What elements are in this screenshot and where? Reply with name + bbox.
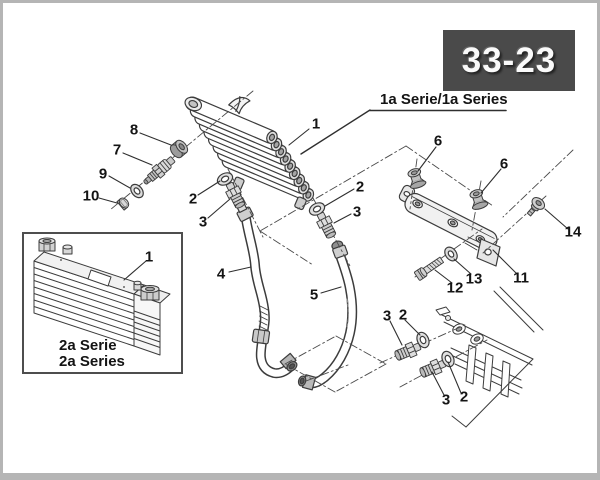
callout-7: 7: [112, 141, 122, 159]
washer-2-engine-top-drawing: [416, 331, 430, 349]
fitting-3-engine-bottom-drawing: [419, 358, 447, 378]
hose-5-drawing: [297, 240, 358, 391]
callout-4: 4: [216, 265, 226, 283]
callout-6-first: 6: [433, 132, 443, 150]
callout-3-left: 3: [198, 213, 208, 231]
callout-5: 5: [309, 286, 319, 304]
washer-2-left-drawing: [216, 172, 234, 186]
hose-5-marking: [346, 298, 349, 328]
callout-8: 8: [129, 121, 139, 139]
fitting-3-left-drawing: [225, 181, 246, 209]
page-code-badge: 33-23: [443, 30, 575, 91]
callout-2-left: 2: [188, 190, 198, 208]
washer-2-mid-drawing: [308, 202, 326, 216]
oil-cooler-2a-drawing: [33, 237, 171, 356]
callout-2-mid: 2: [355, 178, 365, 196]
callout-6-second: 6: [499, 155, 509, 173]
series-2a-line2: 2a Series: [59, 353, 125, 370]
callout-10: 10: [82, 187, 100, 205]
hose-4-coupler: [251, 328, 271, 345]
series-2a-label: 2a Serie 2a Series: [59, 338, 125, 370]
callout-13: 13: [465, 270, 483, 288]
bracket-11-drawing: [398, 184, 501, 267]
callout-1-main: 1: [311, 115, 321, 133]
callout-2-engine-top: 2: [398, 306, 408, 324]
series-2a-line1: 2a Serie: [59, 337, 117, 354]
callout-3-mid: 3: [352, 203, 362, 221]
callout-9: 9: [98, 165, 108, 183]
callout-14: 14: [564, 223, 582, 241]
washer-9-drawing: [130, 183, 144, 199]
callout-3-engine-bottom: 3: [441, 391, 451, 409]
grommet-8-drawing: [169, 139, 189, 159]
diagram-svg: [33, 90, 574, 428]
inset-box: [22, 232, 183, 374]
callout-11: 11: [513, 269, 529, 287]
washer-2-engine-bottom-drawing: [441, 350, 455, 368]
callout-3-engine-top: 3: [382, 307, 392, 325]
leader-lines: [98, 109, 569, 396]
fitting-3-mid-drawing: [316, 211, 337, 239]
mount-6-second-drawing: [469, 189, 489, 210]
oil-cooler-1a-drawing: [184, 95, 315, 211]
series-1a-pointer: [300, 109, 371, 155]
callout-2-engine-bottom: 2: [459, 388, 469, 406]
washer-13-drawing: [444, 246, 458, 262]
sensor-7-drawing: [143, 156, 176, 185]
hose-4-braid: [258, 305, 269, 331]
screw-14-drawing: [526, 197, 546, 217]
callout-12: 12: [446, 279, 464, 297]
series-1a-label: 1a Serie/1a Series: [380, 91, 508, 108]
fitting-3-engine-top-drawing: [394, 341, 422, 361]
plug-10-drawing: [116, 197, 130, 211]
mount-6-first-drawing: [407, 168, 427, 189]
bolt-12-drawing: [414, 256, 445, 281]
callout-1-inset: 1: [144, 248, 154, 266]
